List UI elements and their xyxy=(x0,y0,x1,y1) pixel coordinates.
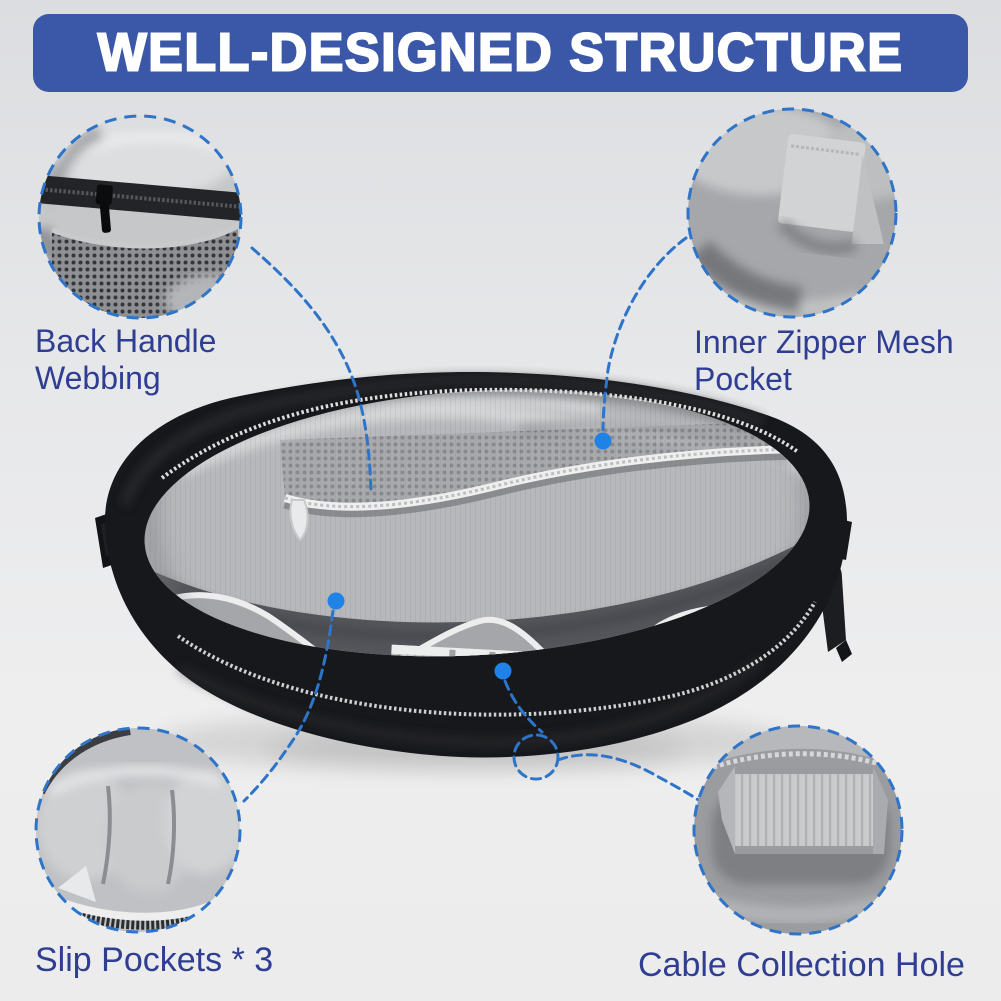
inset-photo-cable-hole xyxy=(692,724,904,936)
marker-dot-cable-hole xyxy=(494,662,512,680)
leader-line-back-handle xyxy=(250,246,373,494)
callout-ring-back-handle xyxy=(37,114,243,320)
leader-line-cable-hole-b xyxy=(556,753,705,805)
mesh-pocket-zipper-pull xyxy=(289,499,309,542)
leader-loop xyxy=(512,733,560,781)
label-slip-pockets: Slip Pockets * 3 xyxy=(35,941,274,979)
label-cable-collection-hole: Cable Collection Hole xyxy=(638,946,965,984)
top-zipper-coil xyxy=(160,387,800,480)
callout-ring-slip-pockets xyxy=(34,726,242,934)
page-title: WELL-DESIGNED STRUCTURE xyxy=(97,22,904,84)
bag xyxy=(95,372,852,758)
marker-dot-slip-pockets xyxy=(327,592,345,610)
title-banner: WELL-DESIGNED STRUCTURE xyxy=(33,14,968,92)
label-back-handle-webbing: Back Handle Webbing xyxy=(35,323,217,397)
inset-photo-slip-pockets xyxy=(34,726,242,934)
leader-line-cable-hole-a xyxy=(503,679,544,734)
inner-zipper-mesh-pocket xyxy=(280,420,818,542)
inset-photo-back-handle xyxy=(37,114,243,320)
callout-ring-cable-hole xyxy=(692,724,904,936)
inset-photo-inner-zipper xyxy=(686,107,898,319)
leader-line-inner-zipper xyxy=(601,236,688,432)
cable-elastic-band xyxy=(718,766,888,854)
marker-dot-inner-zipper xyxy=(594,432,612,450)
leader-line-slip-pockets xyxy=(242,609,335,803)
label-inner-zipper-mesh-pocket: Inner Zipper Mesh Pocket xyxy=(694,324,954,398)
callout-ring-inner-zipper xyxy=(686,107,898,319)
